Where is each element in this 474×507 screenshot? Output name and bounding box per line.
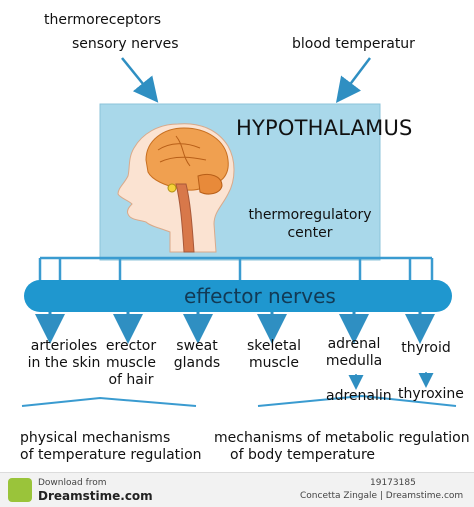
effector-line: muscle <box>105 355 156 371</box>
effector-line: sweat <box>176 338 218 354</box>
effector-line: arterioles <box>30 338 98 354</box>
adrenalin-label: adrenalin <box>326 388 392 404</box>
download-text: Download from <box>38 478 107 488</box>
effector-nerves-label: effector nerves <box>184 284 336 308</box>
dreamstime-logo-icon <box>8 478 32 502</box>
sensory-input-arrow <box>121 57 159 103</box>
credit-text: Concetta Zingale | Dreamstime.com <box>300 491 464 501</box>
thyroxine-label: thyroxine <box>398 386 464 402</box>
effector-thyroid: thyroid <box>396 340 456 357</box>
hypothalamus-title: HYPOTHALAMUS <box>236 116 413 140</box>
effector-adrenal-medulla: adrenal medulla <box>320 336 388 370</box>
effector-line: in the skin <box>27 355 101 371</box>
effector-sweat-glands: sweat glands <box>166 338 228 372</box>
effector-skeletal-muscle: skeletal muscle <box>242 338 306 372</box>
effector-line: medulla <box>325 353 383 369</box>
metabolic-line: mechanisms of metabolic regulation <box>214 430 470 446</box>
effector-line: adrenal <box>327 336 381 352</box>
effector-line: muscle <box>248 355 299 371</box>
group-braces <box>21 394 457 407</box>
diagram-canvas <box>21 57 457 407</box>
metabolic-mechanisms-label: mechanisms of metabolic regulation of bo… <box>214 430 470 464</box>
effector-line: skeletal <box>247 338 301 354</box>
image-id-text: 19173185 <box>370 478 416 488</box>
effector-line: erector <box>105 338 157 354</box>
thermoregulatory-line: thermoregulatory <box>248 207 372 223</box>
human-head-brain-illustration <box>117 123 235 253</box>
blood-input-arrow <box>335 57 371 103</box>
effector-line: glands <box>173 355 221 371</box>
thermoregulatory-center-label: thermoregulatory center <box>248 206 372 242</box>
dreamstime-footer: Download from Dreamstime.com 19173185 Co… <box>0 472 474 507</box>
effector-nerves-bar <box>24 280 452 312</box>
thermoreceptors-label: thermoreceptors <box>44 12 162 28</box>
effector-arrows <box>35 312 435 344</box>
effector-line: of hair <box>108 372 154 388</box>
physical-line: of temperature regulation <box>20 447 202 463</box>
metabolic-line: of body temperature <box>230 447 376 463</box>
physical-mechanisms-label: physical mechanisms of temperature regul… <box>20 430 202 464</box>
blood-temperature-label: blood temperatur <box>292 36 415 52</box>
effector-line: thyroid <box>401 340 451 356</box>
brand-text: Dreamstime.com <box>38 489 153 503</box>
effector-arterioles: arterioles in the skin <box>20 338 108 372</box>
center-line: center <box>287 225 333 241</box>
secondary-arrows <box>348 372 434 390</box>
sensory-nerves-label: sensory nerves <box>72 36 179 52</box>
physical-line: physical mechanisms <box>20 430 171 446</box>
effector-erector-muscle: erector muscle of hair <box>100 338 162 389</box>
